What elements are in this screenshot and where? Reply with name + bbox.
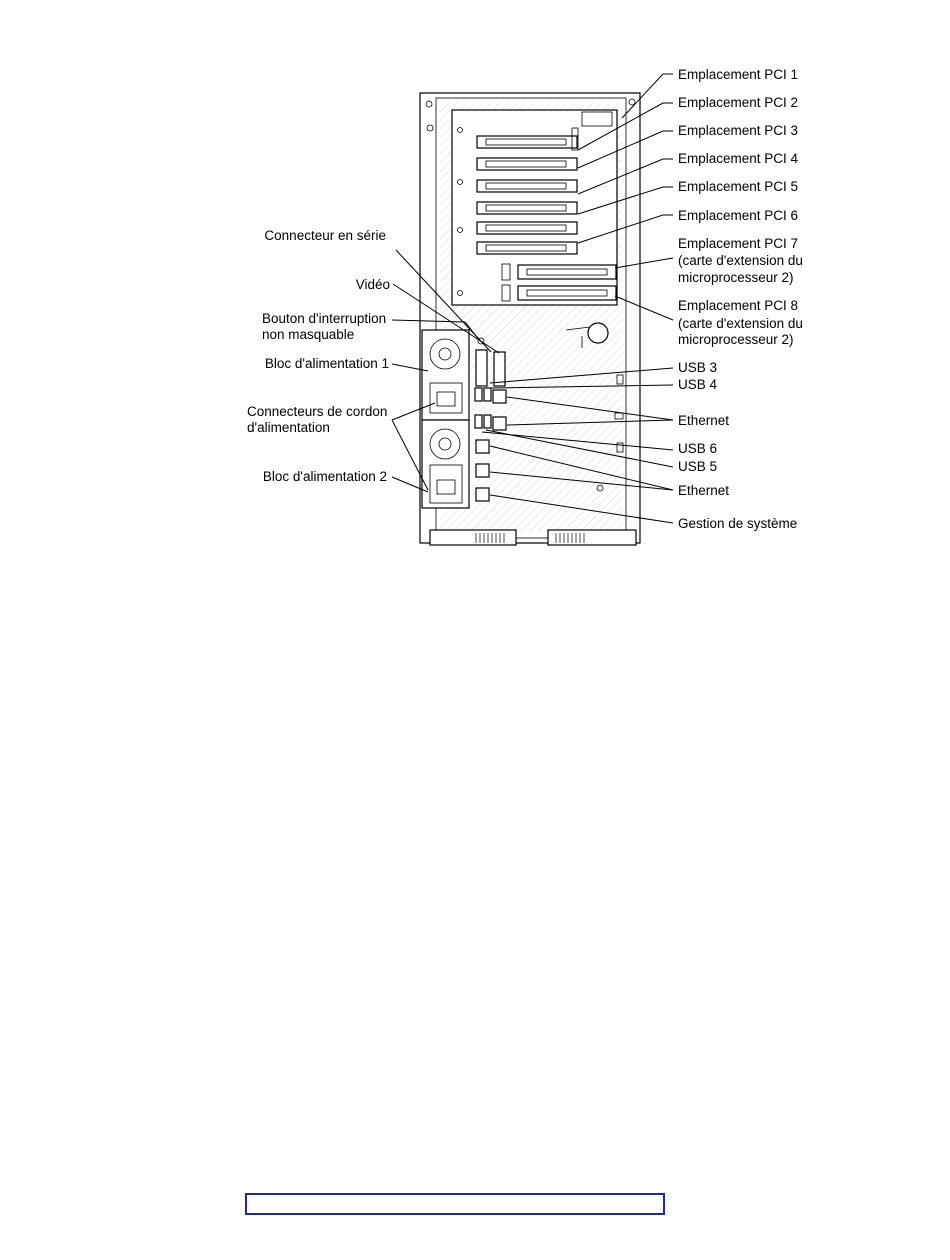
padlock-loop bbox=[565, 322, 609, 348]
pci-slot-3 bbox=[476, 179, 578, 193]
label-pci-slot-7: Emplacement PCI 7 (carte d'extension du … bbox=[678, 236, 807, 285]
label-video: Vidéo bbox=[356, 277, 390, 292]
label-pci-slot-1: Emplacement PCI 1 bbox=[678, 67, 798, 82]
systems-management-port bbox=[475, 487, 490, 502]
leader-lines bbox=[391, 73, 674, 524]
label-pci-slot-6: Emplacement PCI 6 bbox=[678, 208, 798, 223]
label-power-supply-1: Bloc d'alimentation 1 bbox=[265, 356, 389, 371]
label-power-supply-2: Bloc d'alimentation 2 bbox=[263, 469, 387, 484]
label-pci-slot-4: Emplacement PCI 4 bbox=[678, 151, 799, 166]
pci-slot-2 bbox=[476, 157, 578, 171]
label-ethernet-top: Ethernet bbox=[678, 413, 729, 428]
label-pci-slot-8: Emplacement PCI 8 (carte d'extension du … bbox=[678, 298, 807, 347]
pci-slot-1 bbox=[476, 127, 579, 151]
usb-port-6 bbox=[474, 414, 483, 429]
label-ethernet-bottom: Ethernet bbox=[678, 483, 729, 498]
pci-slot-5 bbox=[476, 221, 578, 235]
label-power-cord-connectors: Connecteurs de cordon d'alimentation bbox=[247, 404, 391, 435]
pci-slot-8 bbox=[501, 284, 617, 302]
power-supply-2 bbox=[421, 419, 470, 509]
pci-slot-4 bbox=[476, 201, 578, 215]
footer-empty-box bbox=[245, 1193, 665, 1215]
pci-slot-7 bbox=[501, 263, 617, 281]
power-supply-1 bbox=[421, 329, 470, 421]
serial-connector bbox=[475, 349, 488, 387]
label-pci-slot-5: Emplacement PCI 5 bbox=[678, 179, 798, 194]
video-connector bbox=[493, 351, 506, 387]
ethernet-port-2 bbox=[492, 416, 507, 431]
ethernet-port-3 bbox=[475, 439, 490, 454]
label-usb-3: USB 3 bbox=[678, 360, 717, 375]
label-usb-4: USB 4 bbox=[678, 377, 718, 392]
ethernet-port-1 bbox=[492, 389, 507, 404]
pci-slot-6 bbox=[476, 241, 578, 255]
label-pci-slot-2: Emplacement PCI 2 bbox=[678, 95, 798, 110]
usb-port-4 bbox=[483, 387, 492, 402]
label-serial-connector: Connecteur en série bbox=[264, 228, 386, 243]
nmi-button bbox=[477, 337, 485, 345]
usb-port-5 bbox=[483, 414, 492, 429]
label-usb-5: USB 5 bbox=[678, 459, 717, 474]
label-systems-management: Gestion de système bbox=[678, 516, 797, 531]
label-nmi-button: Bouton d'interruption non masquable bbox=[262, 311, 390, 342]
label-usb-6: USB 6 bbox=[678, 441, 717, 456]
ethernet-port-4 bbox=[475, 463, 490, 478]
label-pci-slot-3: Emplacement PCI 3 bbox=[678, 123, 798, 138]
usb-port-3 bbox=[474, 387, 483, 402]
side-latches bbox=[596, 374, 624, 492]
